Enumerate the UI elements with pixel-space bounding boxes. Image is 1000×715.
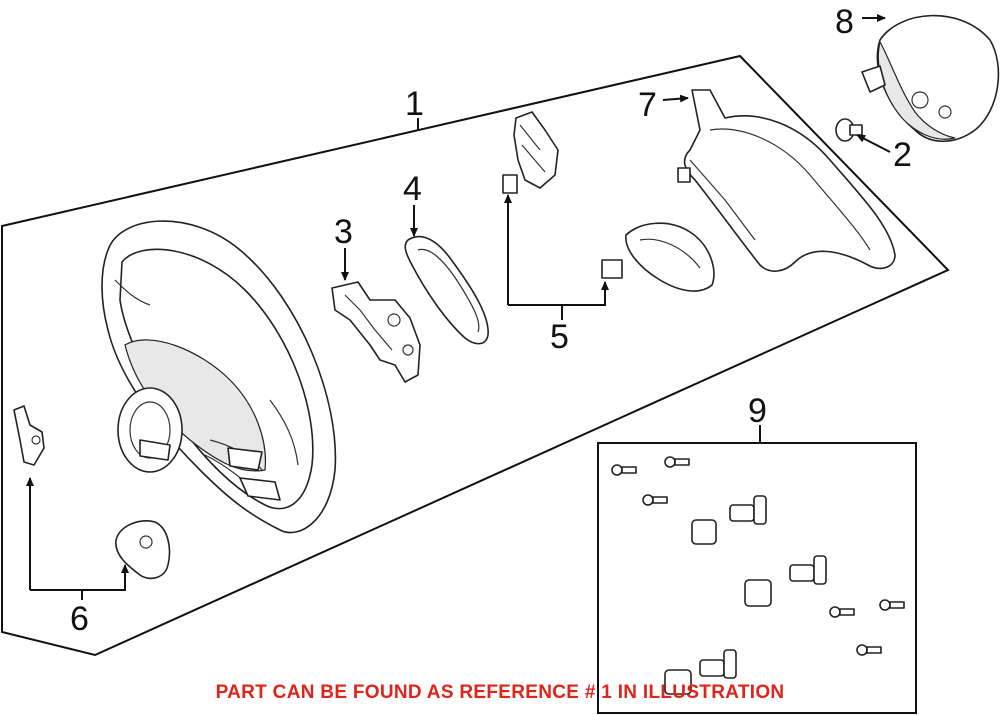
callout-6: 6	[70, 600, 89, 638]
callout-5: 5	[550, 318, 569, 356]
control-switch-lower-part	[601, 222, 715, 292]
callout-7: 7	[638, 86, 657, 124]
reference-footnote: PART CAN BE FOUND AS REFERENCE # 1 IN IL…	[215, 682, 785, 703]
callout-1: 1	[405, 85, 424, 123]
callout-9: 9	[748, 392, 767, 430]
hardware-kit-box	[597, 442, 917, 714]
mounting-bolt-part	[835, 118, 863, 142]
trim-cover-left-part	[13, 405, 45, 466]
switch-bracket-part	[331, 281, 421, 383]
callout-8: 8	[835, 3, 854, 41]
trim-ring-part	[404, 235, 489, 345]
callout-2: 2	[893, 136, 912, 174]
hardware-kit-parts	[611, 456, 905, 695]
callout-3: 3	[334, 213, 353, 251]
trim-cover-right-part	[115, 520, 171, 580]
steering-wheel-cover-part	[677, 89, 896, 272]
leader-lines	[26, 14, 891, 600]
callout-4: 4	[403, 170, 422, 208]
airbag-module-part	[861, 14, 1000, 142]
assembly-outline-panel	[0, 54, 950, 657]
control-switch-upper-part	[502, 111, 559, 194]
steering-wheel-part	[101, 220, 337, 534]
